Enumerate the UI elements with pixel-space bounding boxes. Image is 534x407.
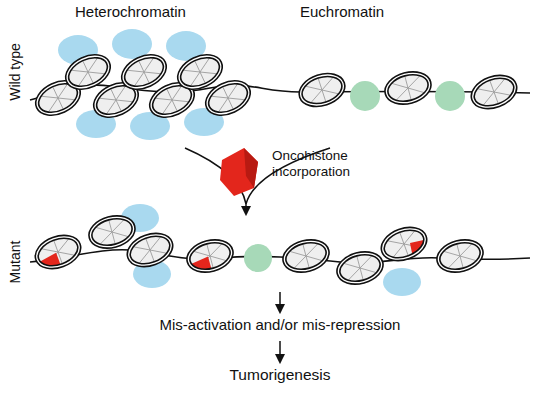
row-label: Wild type (7, 43, 24, 101)
nucleosome (335, 249, 385, 287)
process-label: Oncohistone incorporation (272, 148, 364, 180)
nucleosome (297, 70, 347, 110)
nucleosome (469, 71, 520, 112)
heterochromatin-proteins (121, 204, 421, 296)
outcome-text: Mis-activation and/or mis-repression (160, 316, 401, 334)
heterochromatin-nucleosomes (32, 50, 254, 122)
activator-protein (350, 81, 380, 111)
nucleosome (87, 213, 137, 251)
mutant-nucleosome (33, 231, 84, 272)
flow-arrow (279, 341, 281, 362)
activator-protein (244, 244, 272, 272)
nucleosome (383, 69, 433, 107)
oncohistone (220, 148, 258, 196)
activator-protein (435, 81, 465, 111)
mutant-nucleosome (185, 237, 235, 275)
nucleosome (281, 237, 331, 275)
flow-arrow (279, 292, 281, 312)
row-label: Mutant (7, 241, 24, 284)
outcome-text: Tumorigenesis (229, 366, 330, 385)
mutant-nucleosomes (33, 213, 485, 287)
region-heading: Heterochromatin (75, 3, 186, 21)
nucleosome (435, 237, 485, 275)
mutant-nucleosome (379, 223, 430, 264)
region-heading: Euchromatin (300, 3, 384, 21)
nucleosome (125, 229, 176, 270)
euchromatin (297, 69, 520, 113)
hp1-blob (383, 268, 421, 296)
oncohistone-shade (244, 148, 258, 188)
nucleosome (202, 76, 254, 120)
